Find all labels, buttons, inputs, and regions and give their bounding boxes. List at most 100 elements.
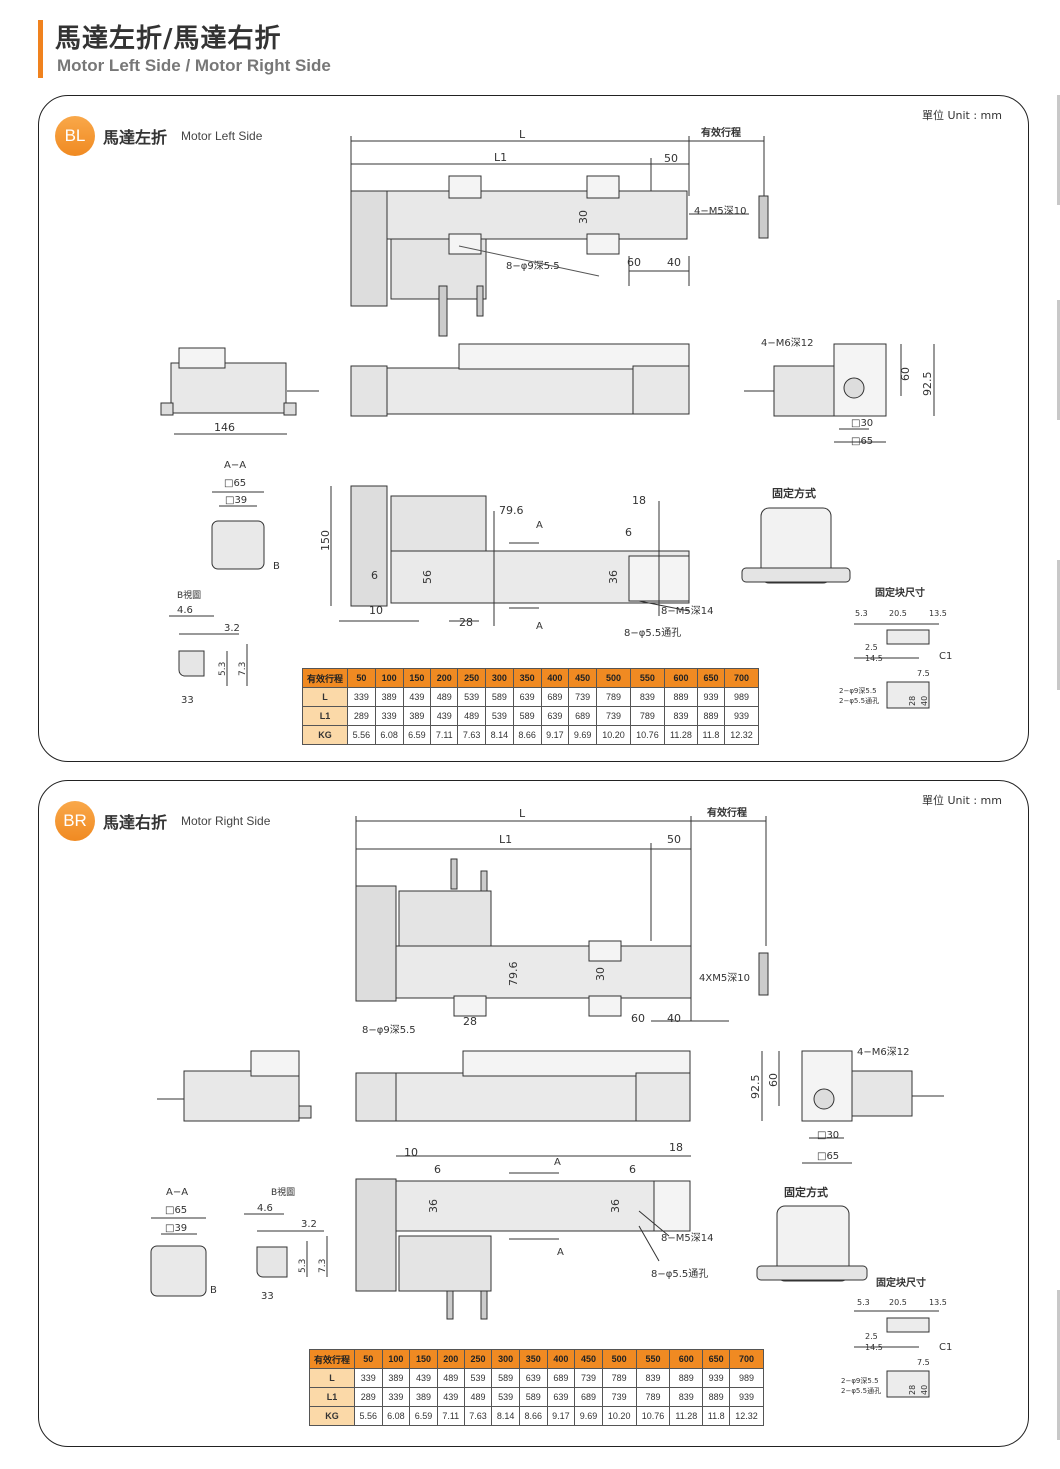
row-label: L xyxy=(302,687,348,707)
page-subtitle: Motor Left Side / Motor Right Side xyxy=(57,56,331,75)
dim-18: 18 xyxy=(632,494,646,507)
table-cell: 689 xyxy=(568,706,598,726)
marker-a-top: A xyxy=(554,1157,561,1168)
fix-14-5: 14.5 xyxy=(865,654,883,663)
table-cell: 989 xyxy=(723,687,760,707)
dim-L: L xyxy=(519,128,526,141)
fix-40: 40 xyxy=(920,696,929,706)
label-fixsize: 固定块尺寸 xyxy=(876,1276,926,1289)
table-cell: 289 xyxy=(354,1387,383,1407)
b-view xyxy=(169,615,248,686)
front-view xyxy=(355,1155,691,1320)
mount-diagram xyxy=(741,507,851,584)
fix-block-diagram xyxy=(854,1310,939,1398)
table-cell: 489 xyxy=(463,1387,493,1407)
note-m5-14: 8−M5深14 xyxy=(661,605,713,617)
table-cell: 439 xyxy=(436,1387,465,1407)
table-cell: 839 xyxy=(663,706,699,726)
marker-a-top: A xyxy=(536,520,543,531)
dim-150: 150 xyxy=(319,530,332,551)
table-cell: 439 xyxy=(409,1368,438,1388)
table-cell: 700 xyxy=(723,668,760,688)
side-view xyxy=(157,1050,691,1122)
label-fix: 固定方式 xyxy=(784,1185,828,1199)
table-cell: 739 xyxy=(574,1368,603,1388)
dim-sq65: □65 xyxy=(851,436,873,447)
table-cell: 100 xyxy=(381,1349,411,1369)
table-cell: 12.32 xyxy=(723,725,760,745)
unit-label: 單位 Unit : mm xyxy=(921,794,1002,807)
table-cell: 889 xyxy=(697,706,725,726)
dim-6-b: 6 xyxy=(371,569,378,582)
label-bview: B視圖 xyxy=(271,1186,295,1198)
table-cell: 939 xyxy=(723,706,760,726)
table-cell: 739 xyxy=(568,687,598,707)
table-cell: 389 xyxy=(409,1387,438,1407)
table-cell: 650 xyxy=(702,1349,731,1369)
dim-79-6: 79.6 xyxy=(507,962,520,987)
table-cell: 789 xyxy=(629,706,665,726)
label-bview: B視圖 xyxy=(177,589,201,601)
table-cell: 489 xyxy=(436,1368,465,1388)
fix-40: 40 xyxy=(920,1385,929,1395)
mount-diagram xyxy=(756,1205,868,1282)
dim-92-5: 92.5 xyxy=(749,1075,762,1100)
table-cell: 539 xyxy=(457,687,486,707)
table-cell: 200 xyxy=(430,668,459,688)
dim-6-a: 6 xyxy=(625,526,632,539)
table-cell: 889 xyxy=(669,1368,704,1388)
fix-hole55: 2−φ5.5通孔 xyxy=(841,1386,881,1395)
table-cell: 50 xyxy=(347,668,376,688)
table-cell: 11.28 xyxy=(663,725,699,745)
row-label: KG xyxy=(309,1406,355,1426)
table-cell: 739 xyxy=(596,706,631,726)
dim-36-a: 36 xyxy=(427,1199,440,1213)
dim-50: 50 xyxy=(667,833,681,846)
fix-5-3: 5.3 xyxy=(857,1298,870,1307)
table-cell: 689 xyxy=(546,1368,576,1388)
fix-13-5: 13.5 xyxy=(929,609,947,618)
dim-60v: 60 xyxy=(767,1073,780,1087)
dim-36: 36 xyxy=(607,570,620,584)
fix-hole9: 2−φ9深5.5 xyxy=(839,686,877,695)
label-aa-sq65: □65 xyxy=(224,478,246,489)
end-view-right xyxy=(761,1050,944,1164)
table-cell: 589 xyxy=(491,1368,520,1388)
fix-2-5: 2.5 xyxy=(865,643,878,652)
table-cell: 450 xyxy=(568,668,598,688)
table-cell: 789 xyxy=(601,1368,637,1388)
top-view xyxy=(355,858,769,1022)
label-b: B xyxy=(210,1285,217,1296)
section-badge: BR xyxy=(55,801,95,841)
dim-33: 33 xyxy=(181,695,194,706)
table-cell: 439 xyxy=(402,687,432,707)
table-cell: 8.14 xyxy=(491,1406,520,1426)
table-cell: 5.56 xyxy=(354,1406,383,1426)
dim-5-3: 5.3 xyxy=(218,662,228,676)
table-cell: 5.56 xyxy=(347,725,376,745)
dim-33: 33 xyxy=(261,1291,274,1302)
table-cell: 689 xyxy=(540,687,570,707)
dim-36-b: 36 xyxy=(609,1199,622,1213)
table-cell: 689 xyxy=(574,1387,603,1407)
table-cell: 250 xyxy=(457,668,486,688)
label-aa-sq39: □39 xyxy=(165,1223,187,1234)
table-cell: 8.66 xyxy=(512,725,542,745)
table-cell: 10.76 xyxy=(635,1406,671,1426)
fix-28: 28 xyxy=(908,696,917,706)
dim-L1: L1 xyxy=(499,833,512,846)
table-cell: 489 xyxy=(457,706,486,726)
fix-28: 28 xyxy=(908,1385,917,1395)
fix-7-5: 7.5 xyxy=(917,669,930,678)
fix-5-3: 5.3 xyxy=(855,609,868,618)
dim-28: 28 xyxy=(459,616,473,629)
fix-hole9: 2−φ9深5.5 xyxy=(841,1376,879,1385)
fix-20-5: 20.5 xyxy=(889,609,907,618)
dim-40: 40 xyxy=(667,1012,681,1025)
table-cell: 500 xyxy=(596,668,631,688)
top-dimensions xyxy=(350,136,765,236)
table-cell: 150 xyxy=(409,1349,438,1369)
table-cell: 650 xyxy=(697,668,725,688)
fix-14-5: 14.5 xyxy=(865,1343,883,1352)
